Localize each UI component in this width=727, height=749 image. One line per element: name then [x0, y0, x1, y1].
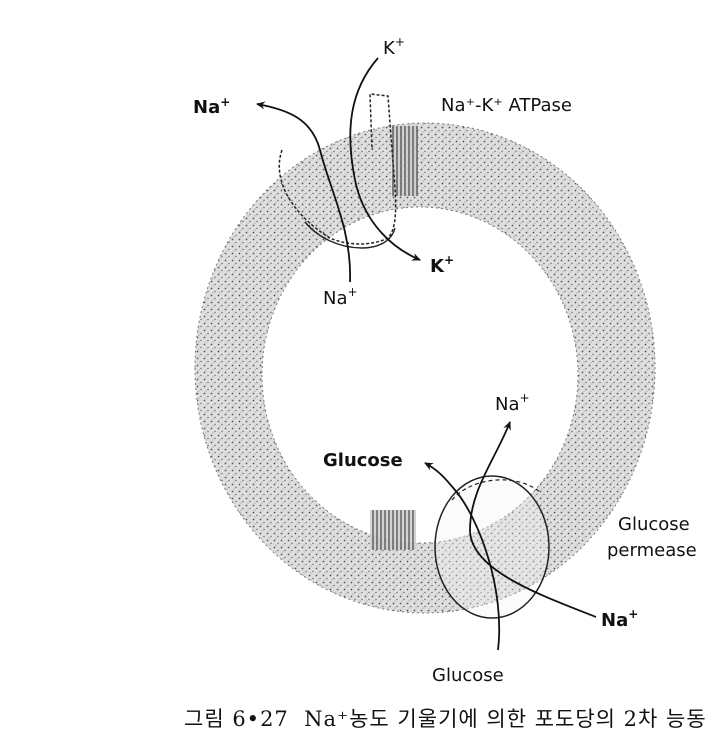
glucose-in-arrow	[424, 462, 501, 651]
permease-label-line2: permease	[607, 540, 697, 561]
atpase-pump-shape	[278, 93, 397, 245]
na-out-label: Na+	[193, 95, 230, 118]
atpase-pump-outline	[304, 221, 396, 249]
k-in-label: K+	[430, 253, 454, 277]
na-outside-label: Na+	[601, 607, 638, 631]
glucose-permease-shape	[434, 475, 550, 619]
permease-channel-stripes	[370, 510, 416, 550]
na-inside-label: Na+	[323, 285, 358, 309]
pump-channel-stripes	[392, 126, 418, 196]
membrane-ring	[194, 122, 656, 614]
figure-caption: 그림 6•27 Na⁺농도 기울기에 의한 포도당의 2차 능동	[184, 707, 707, 731]
glucose-outside-label: Glucose	[432, 665, 504, 686]
atpase-label: Na⁺-K⁺ ATPase	[441, 95, 572, 116]
k-in-arrow	[349, 57, 421, 261]
glucose-inside-label: Glucose	[323, 450, 403, 471]
na-in-arrow	[469, 421, 597, 618]
k-top-label: K+	[383, 35, 405, 59]
na-out-arrow	[256, 101, 351, 283]
permease-label-line1: Glucose	[618, 514, 690, 535]
na-center-label: Na+	[495, 391, 530, 415]
